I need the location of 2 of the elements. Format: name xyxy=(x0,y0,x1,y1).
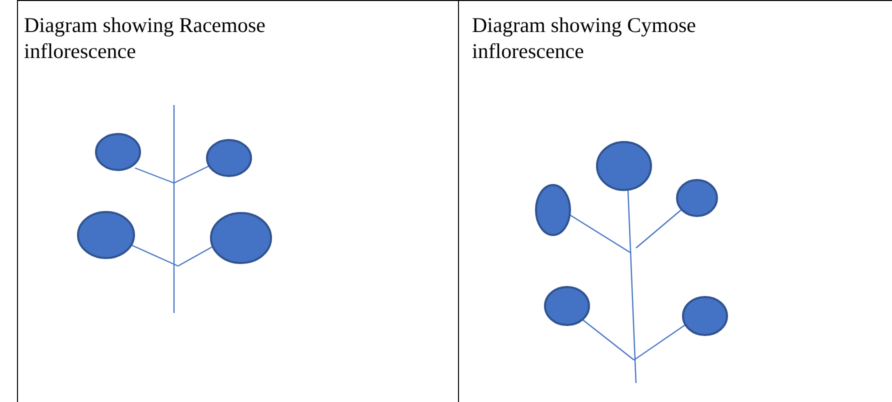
cell-heading: Diagram showing Racemose inflorescence xyxy=(24,12,266,64)
cell-heading: Diagram showing Cymose inflorescence xyxy=(472,12,697,64)
